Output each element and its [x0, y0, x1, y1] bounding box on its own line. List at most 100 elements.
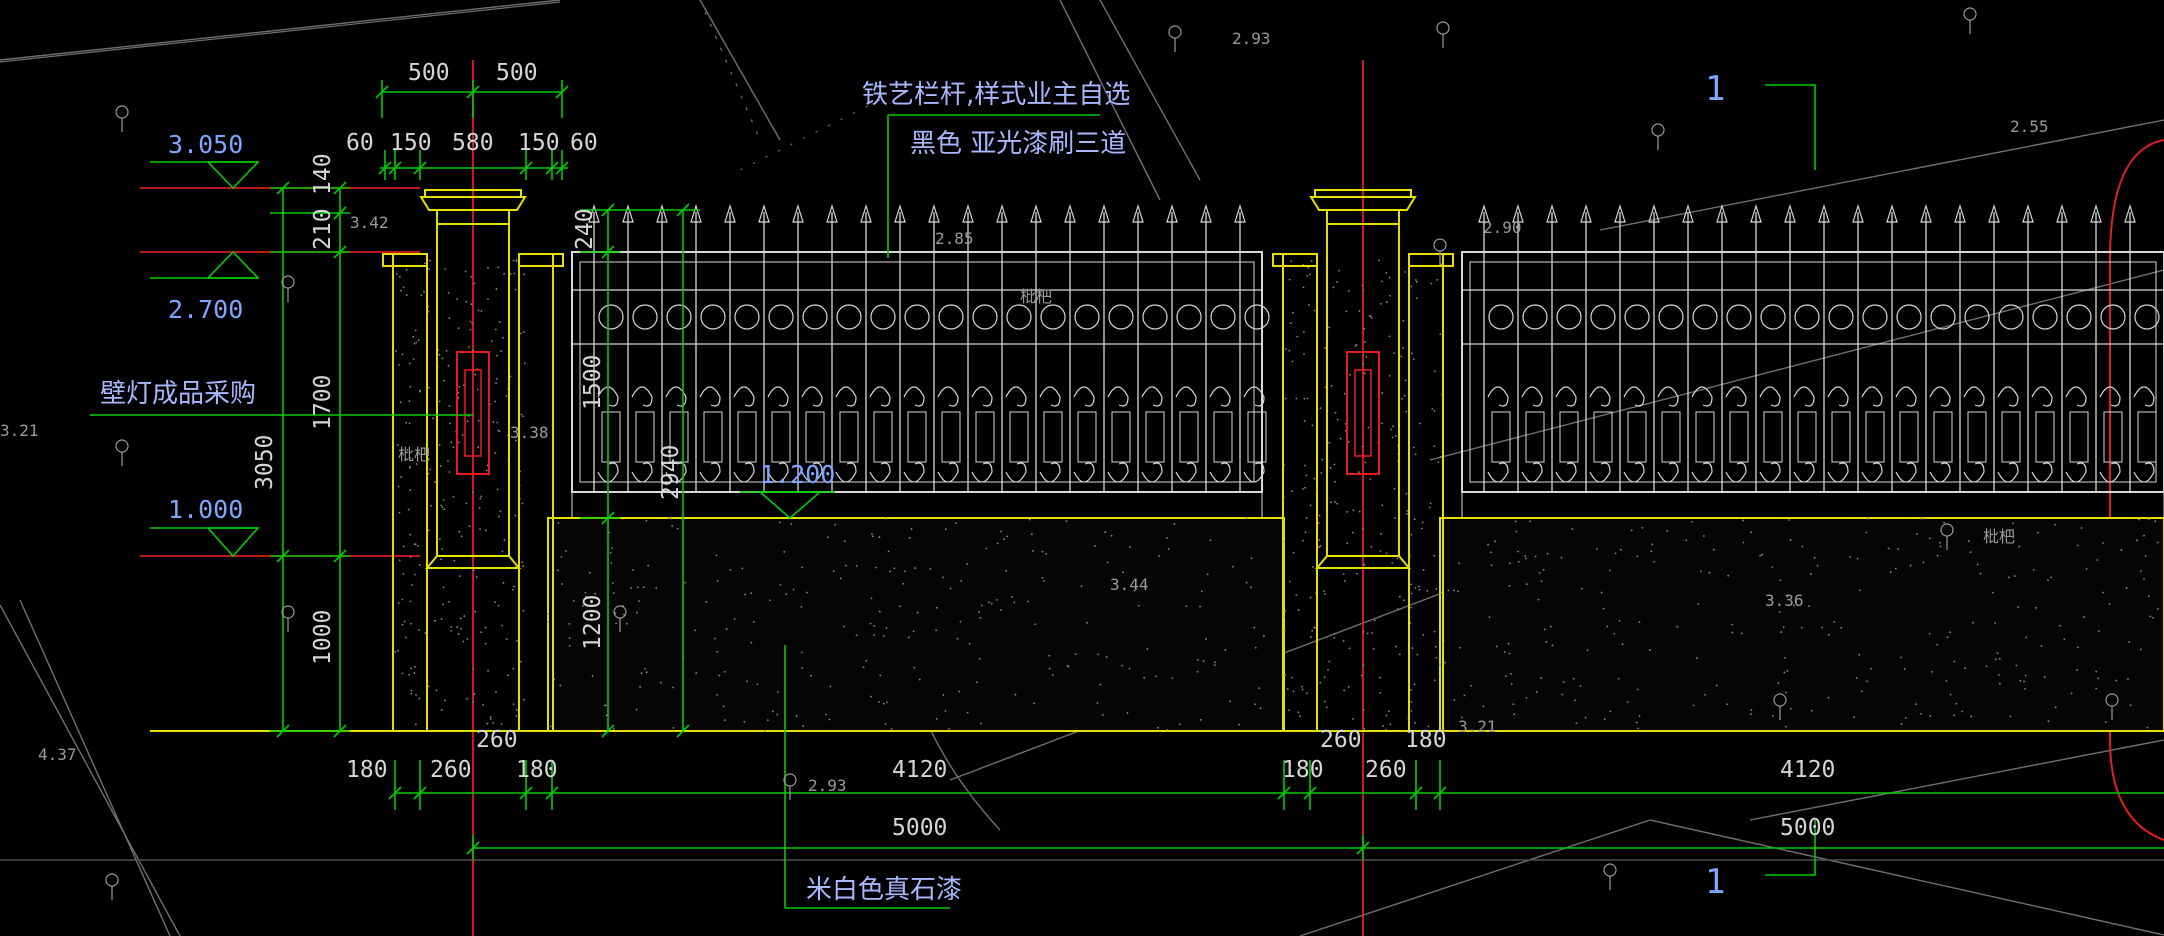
- scroll-ornament: [903, 386, 925, 407]
- scroll-ornament: [631, 386, 653, 407]
- picket-spear: [1682, 203, 1694, 223]
- pillar-cap-top: [1314, 189, 1412, 198]
- lower-panel: [873, 411, 893, 463]
- ring-ornament: [1244, 304, 1270, 330]
- scroll-ornament: [699, 462, 721, 483]
- picket-spear: [758, 203, 770, 223]
- dim-180-a: 180: [346, 757, 388, 783]
- ring-ornament: [1142, 304, 1168, 330]
- lower-panel: [1247, 411, 1267, 463]
- scroll-ornament: [1521, 462, 1543, 483]
- ring-ornament: [904, 304, 930, 330]
- scroll-ornament: [801, 462, 823, 483]
- survey-3-42: 3.42: [350, 213, 389, 232]
- picket-spear: [1064, 203, 1076, 223]
- base-wall: [547, 517, 2164, 732]
- dim-260-a: 260: [430, 757, 472, 783]
- dim-180-c: 180: [1282, 757, 1324, 783]
- scroll-ornament: [1487, 386, 1509, 407]
- scroll-ornament: [767, 386, 789, 407]
- railing-frame: [571, 251, 1263, 493]
- scroll-ornament: [1243, 386, 1265, 407]
- scroll-ornament: [1759, 386, 1781, 407]
- scroll-ornament: [1589, 462, 1611, 483]
- scroll-ornament: [1657, 386, 1679, 407]
- lower-panel: [635, 411, 655, 463]
- note-wall-light: 壁灯成品采购: [100, 379, 256, 409]
- survey-3-21-left: 3.21: [0, 421, 39, 440]
- side-pier-cap-right: [518, 253, 564, 267]
- pillar-right: [1272, 189, 1454, 732]
- wall-lamp: [1346, 351, 1380, 475]
- scroll-ornament: [1793, 386, 1815, 407]
- lower-panel: [1145, 411, 1165, 463]
- dim-2940: 2940: [658, 445, 684, 500]
- scroll-ornament: [1895, 462, 1917, 483]
- survey-marker: [115, 105, 129, 119]
- ring-ornament: [1930, 304, 1956, 330]
- scroll-ornament: [1555, 386, 1577, 407]
- wall-lamp-inner: [1354, 369, 1372, 457]
- lower-panel: [1213, 411, 1233, 463]
- scroll-ornament: [1555, 462, 1577, 483]
- side-pier-cap-left: [382, 253, 428, 267]
- scroll-ornament: [835, 386, 857, 407]
- scroll-ornament: [1929, 386, 1951, 407]
- railing-inner-frame: [579, 261, 1255, 483]
- survey-3-38: 3.38: [510, 423, 549, 442]
- dim-5000-b: 5000: [1780, 815, 1835, 841]
- scroll-ornament: [1997, 462, 2019, 483]
- elevation-2700: 2.700: [168, 295, 243, 324]
- wall-lamp: [456, 351, 490, 475]
- elevation-3050: 3.050: [168, 130, 243, 159]
- ring-ornament: [1590, 304, 1616, 330]
- dim-1700: 1700: [310, 375, 336, 430]
- scroll-ornament: [1005, 386, 1027, 407]
- lower-panel: [2137, 411, 2157, 463]
- dim-150-right: 150: [518, 130, 560, 156]
- ring-ornament: [1556, 304, 1582, 330]
- dim-60-right: 60: [570, 130, 598, 156]
- dim-140: 140: [310, 153, 336, 195]
- picket-spear: [1716, 203, 1728, 223]
- elevation-markers: [206, 161, 835, 558]
- scroll-ornament: [1107, 386, 1129, 407]
- picket-spear: [1512, 203, 1524, 223]
- scroll-ornament: [1691, 386, 1713, 407]
- ring-ornament: [1210, 304, 1236, 330]
- picket-spear: [1546, 203, 1558, 223]
- survey-marker: [1436, 21, 1450, 35]
- scroll-ornament: [733, 386, 755, 407]
- scroll-ornament: [1793, 462, 1815, 483]
- scroll-ornament: [1039, 386, 1061, 407]
- scroll-ornament: [2031, 386, 2053, 407]
- note-railing-finish: 黑色 亚光漆刷三道: [910, 129, 1126, 159]
- lower-panel: [2035, 411, 2055, 463]
- scroll-ornament: [2031, 462, 2053, 483]
- lower-panel: [975, 411, 995, 463]
- scroll-ornament: [1521, 386, 1543, 407]
- side-pier-right: [1408, 253, 1444, 732]
- ring-ornament: [1964, 304, 1990, 330]
- section-marker-bottom: 1: [1705, 862, 1725, 902]
- scroll-ornament: [1725, 386, 1747, 407]
- ring-ornament: [1692, 304, 1718, 330]
- picket-spear: [792, 203, 804, 223]
- picket-spear: [1818, 203, 1830, 223]
- ring-ornament: [2100, 304, 2126, 330]
- picket-spear: [2056, 203, 2068, 223]
- elevation-1000: 1.000: [168, 495, 243, 524]
- lower-panel: [1729, 411, 1749, 463]
- lower-panel: [737, 411, 757, 463]
- survey-marker: [1168, 25, 1182, 39]
- lower-panel: [1865, 411, 1885, 463]
- scroll-ornament: [1861, 386, 1883, 407]
- scroll-ornament: [869, 462, 891, 483]
- lower-panel: [805, 411, 825, 463]
- picket-spear: [588, 203, 600, 223]
- side-pier-cap-right: [1408, 253, 1454, 267]
- survey-3-44: 3.44: [1110, 575, 1149, 594]
- dim-260-c: 260: [1365, 757, 1407, 783]
- picket-spear: [928, 203, 940, 223]
